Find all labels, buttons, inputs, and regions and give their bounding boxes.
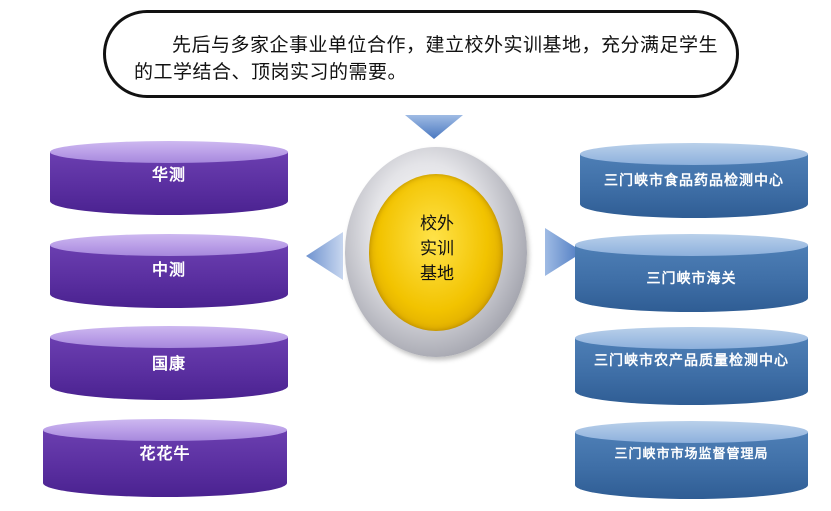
right-cylinder-3: 三门峡市农产品质量检测中心 [575,327,808,405]
right-cylinder-label: 三门峡市市场监督管理局 [614,447,769,462]
center-line-3: 基地 [420,264,454,284]
right-cylinder-label: 三门峡市食品药品检测中心 [604,173,784,189]
left-cylinder-2: 中测 [50,234,288,308]
left-cylinder-label: 花花牛 [139,444,191,463]
left-cylinder-1: 华测 [50,141,288,215]
right-cylinder-1: 三门峡市食品药品检测中心 [580,143,808,218]
left-arrow-icon [306,232,343,280]
right-cylinder-label: 三门峡市海关 [646,271,737,287]
right-cylinder-2: 三门峡市海关 [575,234,808,312]
center-line-2: 实训 [420,239,454,259]
left-cylinder-3: 国康 [50,326,288,400]
left-cylinder-label: 国康 [151,354,186,373]
right-cylinder-4: 三门峡市市场监督管理局 [575,421,808,499]
center-disc [369,174,503,331]
right-arrow-icon [545,228,583,276]
callout-text: 先后与多家企事业单位合作，建立校外实训基地，充分满足学生的工学结合、顶岗实习的需… [134,34,719,83]
center-line-1: 校外 [420,214,454,234]
left-cylinder-4: 花花牛 [43,419,287,497]
left-cylinder-label: 中测 [151,260,186,279]
left-cylinder-label: 华测 [151,165,186,184]
down-arrow-icon [405,115,463,139]
right-cylinder-label: 三门峡市农产品质量检测中心 [594,353,789,369]
center-label: 校外 实训 基地 [392,212,482,287]
callout-box: 先后与多家企事业单位合作，建立校外实训基地，充分满足学生的工学结合、顶岗实习的需… [103,10,739,98]
